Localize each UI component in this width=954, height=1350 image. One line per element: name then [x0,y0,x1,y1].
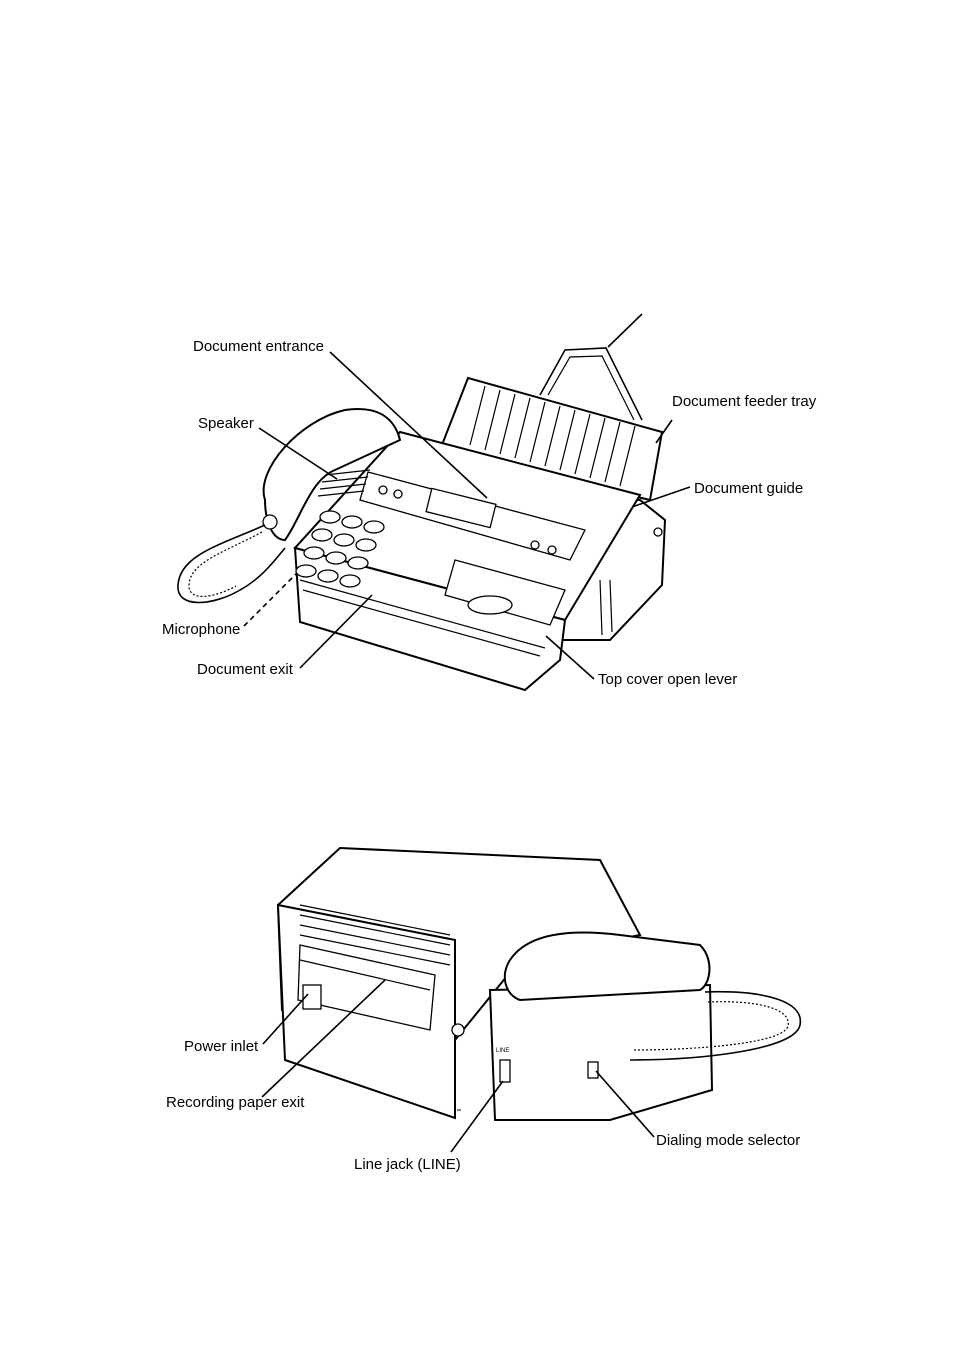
label-document-entrance: Document entrance [193,338,324,356]
label-power-inlet: Power inlet [184,1038,258,1056]
line-jack-socket [500,1060,510,1082]
start-button [468,596,512,614]
label-microphone: Microphone [162,621,240,639]
dialing-mode-selector-switch [588,1062,598,1078]
leader-tray-extension [608,314,642,347]
jack-marking-text: LINE [496,1048,509,1055]
label-line-jack: Line jack (LINE) [354,1156,461,1174]
rear-handset [505,933,710,1000]
label-document-exit: Document exit [197,661,293,679]
label-dialing-mode-selector: Dialing mode selector [656,1132,800,1150]
label-top-cover-open-lever: Top cover open lever [598,671,737,689]
label-speaker: Speaker [198,415,254,433]
handset-cord [178,525,285,603]
label-document-guide: Document guide [694,480,803,498]
label-document-feeder-tray: Document feeder tray [672,393,816,411]
label-recording-paper-exit: Recording paper exit [166,1094,304,1112]
rear-handset-unit [490,985,712,1120]
